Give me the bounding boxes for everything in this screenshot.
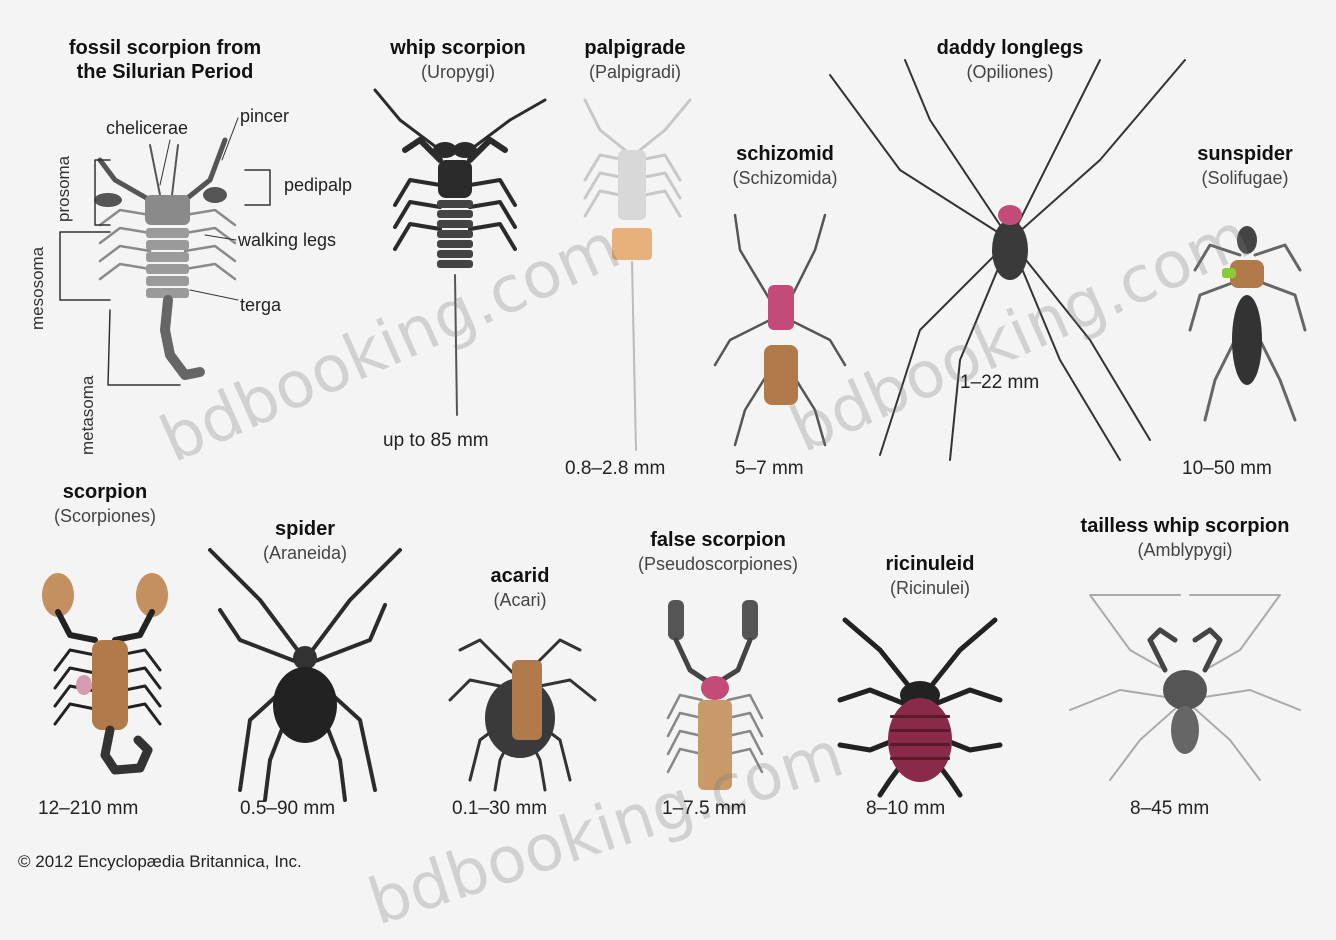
size-spider: 0.5–90 mm [240,798,335,820]
scorpion-drawing [42,573,168,770]
size-daddy-longlegs: 1–22 mm [960,372,1039,394]
label-pedipalp: pedipalp [284,175,352,196]
fossil-scorpion-drawing [60,118,270,385]
label-tailless-whip-scorpion: tailless whip scorpion(Amblypygi) [1040,514,1330,562]
size-acarid: 0.1–30 mm [452,798,547,820]
size-false-scorpion: 1–7.5 mm [662,798,746,820]
label-ricinuleid: ricinuleid(Ricinulei) [850,552,1010,600]
size-schizomid: 5–7 mm [735,458,804,480]
label-prosoma: prosoma [54,156,74,222]
spider-drawing [210,550,400,800]
tailless-whip-scorpion-drawing [1070,595,1300,780]
label-daddy-longlegs: daddy longlegs(Opiliones) [900,36,1120,84]
label-acarid: acarid(Acari) [450,564,590,612]
copyright-notice: © 2012 Encyclopædia Britannica, Inc. [18,852,302,872]
label-pincer: pincer [240,106,289,127]
label-mesosoma: mesosoma [28,247,48,330]
label-metasoma: metasoma [78,376,98,455]
ricinuleid-drawing [840,620,1000,795]
label-schizomid: schizomid(Schizomida) [700,142,870,190]
label-scorpion: scorpion(Scorpiones) [20,480,190,528]
size-scorpion: 12–210 mm [38,798,138,820]
size-tailless-whip-scorpion: 8–45 mm [1130,798,1209,820]
label-whip-scorpion: whip scorpion(Uropygi) [358,36,558,84]
size-palpigrade: 0.8–2.8 mm [565,458,665,480]
arachnid-diagram: bdbooking.com bdbooking.com bdbooking.co… [0,0,1336,884]
fossil-title: fossil scorpion from the Silurian Period [30,36,300,84]
label-sunspider: sunspider(Solifugae) [1170,142,1320,190]
label-spider: spider(Araneida) [225,517,385,565]
label-terga: terga [240,295,281,316]
label-chelicerae: chelicerae [106,118,188,139]
label-walking-legs: walking legs [238,230,336,251]
size-whip-scorpion: up to 85 mm [383,430,489,452]
label-palpigrade: palpigrade(Palpigradi) [555,36,715,84]
acarid-drawing [450,640,595,790]
label-false-scorpion: false scorpion(Pseudoscorpiones) [598,528,838,576]
size-ricinuleid: 8–10 mm [866,798,945,820]
size-sunspider: 10–50 mm [1182,458,1272,480]
